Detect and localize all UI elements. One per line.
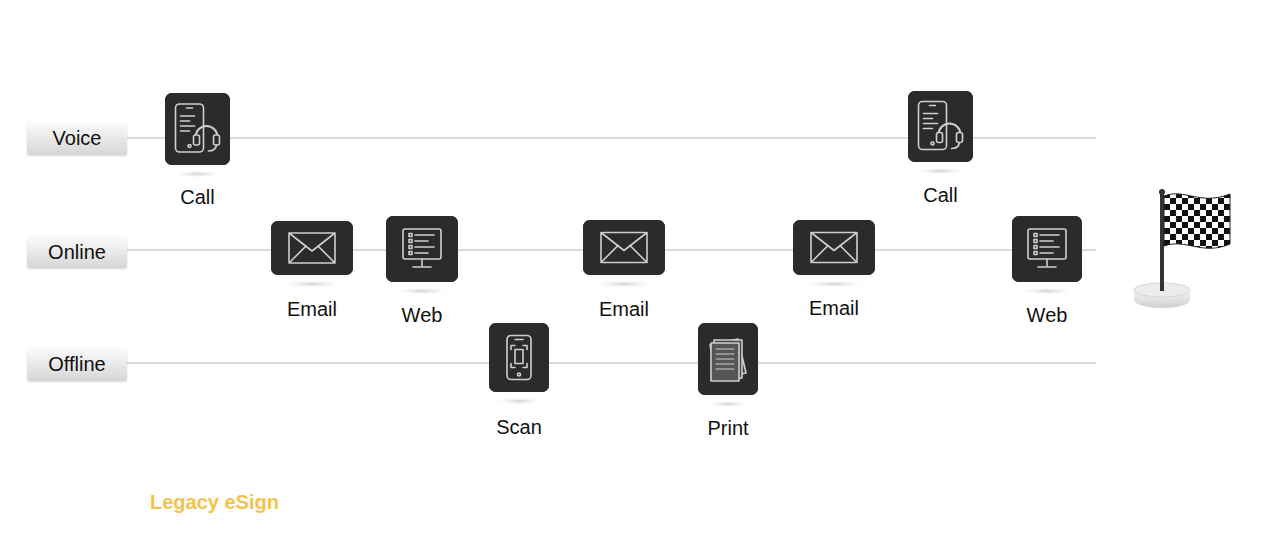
channel-icon: Call: [165, 93, 230, 165]
channel-caption: Print: [707, 417, 748, 440]
icon-tile: [489, 323, 549, 392]
lane-line: [127, 363, 1096, 364]
web-symbol: [1012, 216, 1082, 282]
lane-name: Offline: [48, 353, 105, 376]
channel-icon: Email: [583, 220, 665, 275]
icon-tile: [386, 216, 458, 282]
channel-caption: Email: [809, 297, 859, 320]
icon-tile: [1012, 216, 1082, 282]
channel-caption: Call: [923, 184, 957, 207]
channel-caption: Web: [402, 304, 443, 327]
mail-symbol: [583, 220, 665, 275]
tile-shadow: [800, 280, 869, 288]
icon-tile: [583, 220, 665, 275]
diagram-footnote: Legacy eSign: [150, 491, 279, 514]
channel-caption: Scan: [496, 416, 542, 439]
lane-name: Online: [48, 241, 106, 264]
tile-shadow: [170, 170, 225, 178]
mail-symbol: [271, 221, 353, 275]
channel-caption: Email: [287, 298, 337, 321]
mail-symbol: [793, 220, 875, 275]
channel-caption: Call: [180, 186, 214, 209]
tile-shadows: [170, 167, 1076, 408]
lane-name: Voice: [53, 127, 102, 150]
lane-line-group: [127, 138, 1096, 363]
channel-icon: Print: [698, 323, 758, 395]
icon-tile: [165, 93, 230, 165]
lane-label: Offline: [27, 348, 127, 381]
icon-tile: [908, 91, 973, 162]
scan-symbol: [489, 323, 549, 392]
web-symbol: [386, 216, 458, 282]
tile-shadow: [392, 287, 452, 295]
icon-tile: [793, 220, 875, 275]
channel-icon: Email: [271, 221, 353, 275]
tile-shadow: [590, 280, 659, 288]
tile-shadow: [1018, 287, 1077, 295]
print-symbol: [698, 323, 758, 395]
channel-icon: Email: [793, 220, 875, 275]
icon-tile: [698, 323, 758, 395]
channel-icon: Scan: [489, 323, 549, 392]
tile-shadow: [494, 397, 544, 405]
call-symbol: [165, 93, 230, 165]
channel-icon: Web: [386, 216, 458, 282]
finish-flag: [1134, 189, 1230, 308]
lane-label: Online: [27, 236, 127, 268]
channel-icon: Call: [908, 91, 973, 162]
call-symbol: [908, 91, 973, 162]
channel-caption: Web: [1027, 304, 1068, 327]
icon-tile: [271, 221, 353, 275]
channel-icon: Web: [1012, 216, 1082, 282]
tile-shadow: [913, 167, 968, 175]
channel-caption: Email: [599, 298, 649, 321]
lane-label: Voice: [27, 122, 127, 155]
tile-shadow: [278, 280, 347, 288]
tile-shadow: [703, 400, 753, 408]
